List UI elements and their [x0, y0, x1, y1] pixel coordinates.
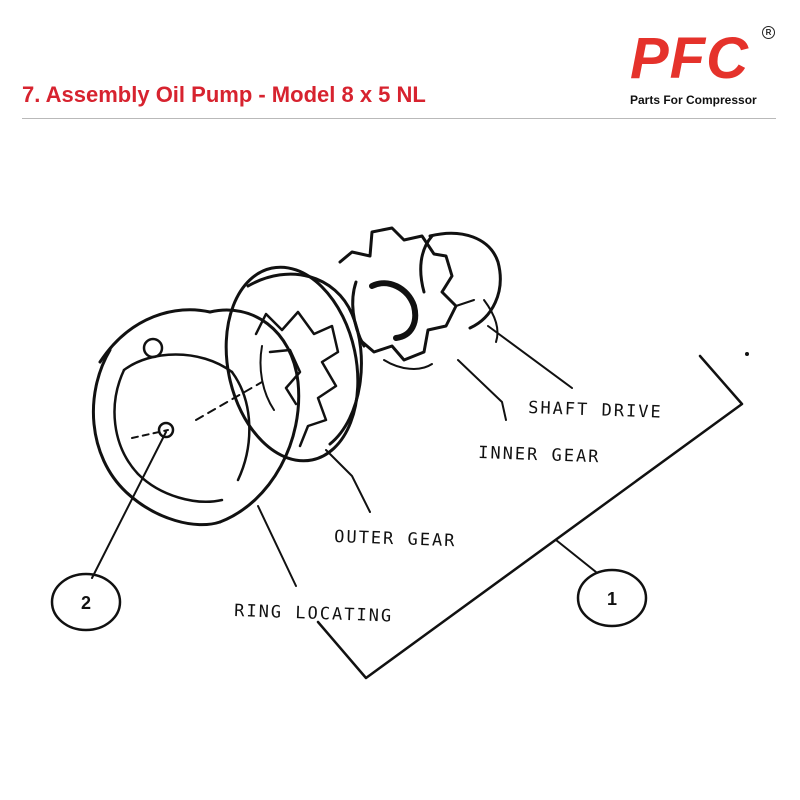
logo-tagline: Parts For Compressor: [630, 93, 757, 107]
pfc-logo: PFC R Parts For Compressor: [622, 24, 782, 114]
leader-callout-1: [555, 539, 597, 573]
leader-callout-2: [91, 431, 167, 579]
registered-mark: R: [762, 26, 775, 39]
leader-outer-gear: [325, 449, 371, 513]
callout-1-circle: [576, 568, 648, 628]
center-axis: [131, 429, 169, 439]
page-title: 7. Assembly Oil Pump - Model 8 x 5 NL: [22, 82, 426, 107]
callout-1-number: 1: [607, 589, 617, 609]
label-inner-gear: INNER GEAR: [478, 443, 601, 467]
callout-2-circle: [50, 572, 122, 632]
logo-letters: PFC: [630, 26, 749, 91]
page-header: 7. Assembly Oil Pump - Model 8 x 5 NL PF…: [0, 0, 800, 120]
label-shaft-drive: SHAFT DRIVE: [528, 398, 663, 423]
label-outer-gear: OUTER GEAR: [334, 527, 457, 551]
shaft-drive-part: [419, 231, 502, 343]
oil-pump-diagram: SHAFT DRIVE INNER GEAR OUTER GEAR RING L…: [50, 226, 749, 680]
leader-shaft-drive: [487, 325, 573, 389]
label-ring-locating: RING LOCATING: [234, 601, 394, 627]
header-divider: [22, 118, 776, 119]
callout-2-number: 2: [81, 593, 91, 613]
leader-inner-gear: [457, 359, 507, 421]
outer-gear-part: [224, 265, 363, 463]
ring-locating-part: [92, 308, 301, 527]
inner-gear-part: [338, 226, 475, 370]
assembly-bracket: [316, 354, 744, 680]
leader-ring-locating: [257, 505, 297, 587]
